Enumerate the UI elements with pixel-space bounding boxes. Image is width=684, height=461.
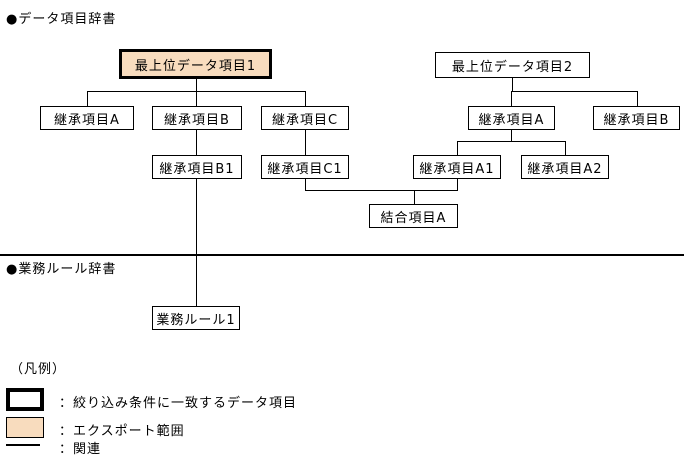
node-inherited-item-b1: 継承項目B1	[152, 155, 242, 179]
node-inherited-item-a-1: 継承項目A	[40, 106, 134, 130]
connector	[457, 141, 458, 155]
connector	[305, 91, 306, 106]
connector	[87, 91, 88, 106]
connector	[196, 130, 197, 155]
section-divider	[0, 254, 684, 256]
connector	[565, 141, 566, 155]
connector	[457, 179, 458, 191]
node-top-data-item-1: 最上位データ項目1	[119, 49, 272, 79]
node-inherited-item-a2: 継承項目A2	[521, 155, 609, 179]
legend-label-matched-item: ：絞り込み条件に一致するデータ項目	[59, 396, 298, 411]
connector	[196, 79, 197, 92]
connector	[511, 91, 638, 92]
node-top-data-item-2: 最上位データ項目2	[435, 52, 590, 78]
legend-swatch-relation-line	[6, 444, 40, 446]
node-inherited-item-c-1: 継承項目C	[261, 106, 349, 130]
node-inherited-item-b-2: 継承項目B	[593, 106, 680, 130]
connector	[511, 130, 512, 142]
node-inherited-item-c1: 継承項目C1	[261, 155, 349, 179]
connector-to-business-rule	[196, 179, 197, 306]
connector	[414, 190, 415, 204]
node-combined-item-a: 結合項目A	[369, 204, 458, 228]
connector	[511, 91, 512, 106]
connector	[196, 91, 197, 106]
node-inherited-item-a-2: 継承項目A	[468, 106, 555, 130]
connector	[457, 141, 566, 142]
node-inherited-item-a1: 継承項目A1	[413, 155, 501, 179]
connector	[637, 91, 638, 106]
connector	[305, 130, 306, 155]
node-business-rule-1: 業務ルール1	[152, 306, 240, 330]
legend-label-export-range: ：エクスポート範囲	[59, 424, 185, 439]
legend-swatch-matched-item	[6, 388, 44, 411]
legend-swatch-export-range	[6, 417, 44, 438]
connector	[305, 179, 306, 191]
section-title-business-rule-dictionary: ●業務ルール辞書	[6, 262, 117, 277]
connector	[512, 78, 513, 92]
section-title-data-item-dictionary: ●データ項目辞書	[6, 12, 117, 27]
node-inherited-item-b-1: 継承項目B	[152, 106, 242, 130]
legend-label-relation: ：関連	[59, 442, 102, 457]
legend-title: （凡例）	[10, 362, 67, 377]
connector	[305, 190, 458, 191]
